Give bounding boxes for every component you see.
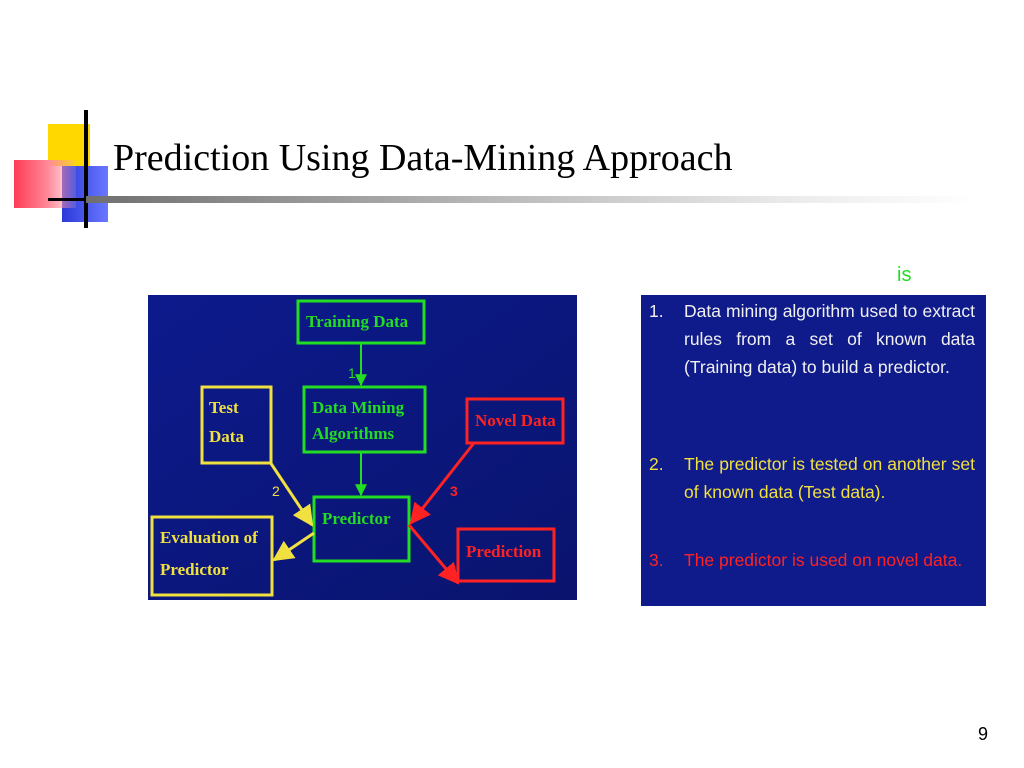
step-2-text: The predictor is tested on another set o… [684,454,975,502]
process-diagram: Training Data Data Mining Algorithms Tes… [148,295,577,600]
slide-title: Prediction Using Data-Mining Approach [113,137,733,179]
step-1-text: Data mining algorithm used to extract ru… [684,301,975,377]
title-underline [86,196,976,203]
prediction-box [456,527,556,583]
steps-panel: 1. Data mining algorithm used to extract… [641,295,986,606]
predictor-label: Predictor [322,509,391,528]
arrow-test-to-predictor [268,461,314,527]
diagram-canvas [148,295,577,600]
step-item-1: 1. Data mining algorithm used to extract… [649,297,975,381]
data-mining-box [302,385,427,454]
predictor-box [312,495,411,563]
data-mining-label-line2: Algorithms [312,424,395,443]
page-number: 9 [978,724,989,744]
logo-horizontal-line [48,198,118,201]
test-data-label-line2: Data [209,427,244,446]
step-3-text: The predictor is used on novel data. [684,550,963,570]
evaluation-box [150,515,274,597]
test-data-box [200,385,273,465]
arrow-novel-to-predictor [409,442,476,525]
logo-yellow-square [48,124,90,166]
test-data-label-line1: Test [209,398,239,417]
step-3-number: 3. [649,550,664,570]
arrow-predictor-to-evaluation [272,531,315,562]
step-item-3: 3. The predictor is used on novel data. [649,546,975,574]
evaluation-label-line1: Evaluation of [160,528,258,547]
prediction-label: Prediction [466,542,542,561]
stray-text: is [897,264,912,286]
novel-data-label: Novel Data [475,411,556,430]
logo-vertical-line [84,110,88,228]
training-data-label: Training Data [306,312,409,331]
slide-logo-decoration [0,0,140,240]
step-1-number: 1. [649,301,664,321]
diagram-background [148,295,577,600]
data-mining-label-line1: Data Mining [312,398,405,417]
step-number-1: 1 [348,365,356,381]
step-item-2: 2. The predictor is tested on another se… [649,450,975,506]
step-number-3: 3 [450,483,458,499]
novel-data-box [465,397,565,445]
step-number-2: 2 [272,483,280,499]
arrow-predictor-to-prediction [407,524,460,585]
step-2-number: 2. [649,454,664,474]
evaluation-label-line2: Predictor [160,560,229,579]
